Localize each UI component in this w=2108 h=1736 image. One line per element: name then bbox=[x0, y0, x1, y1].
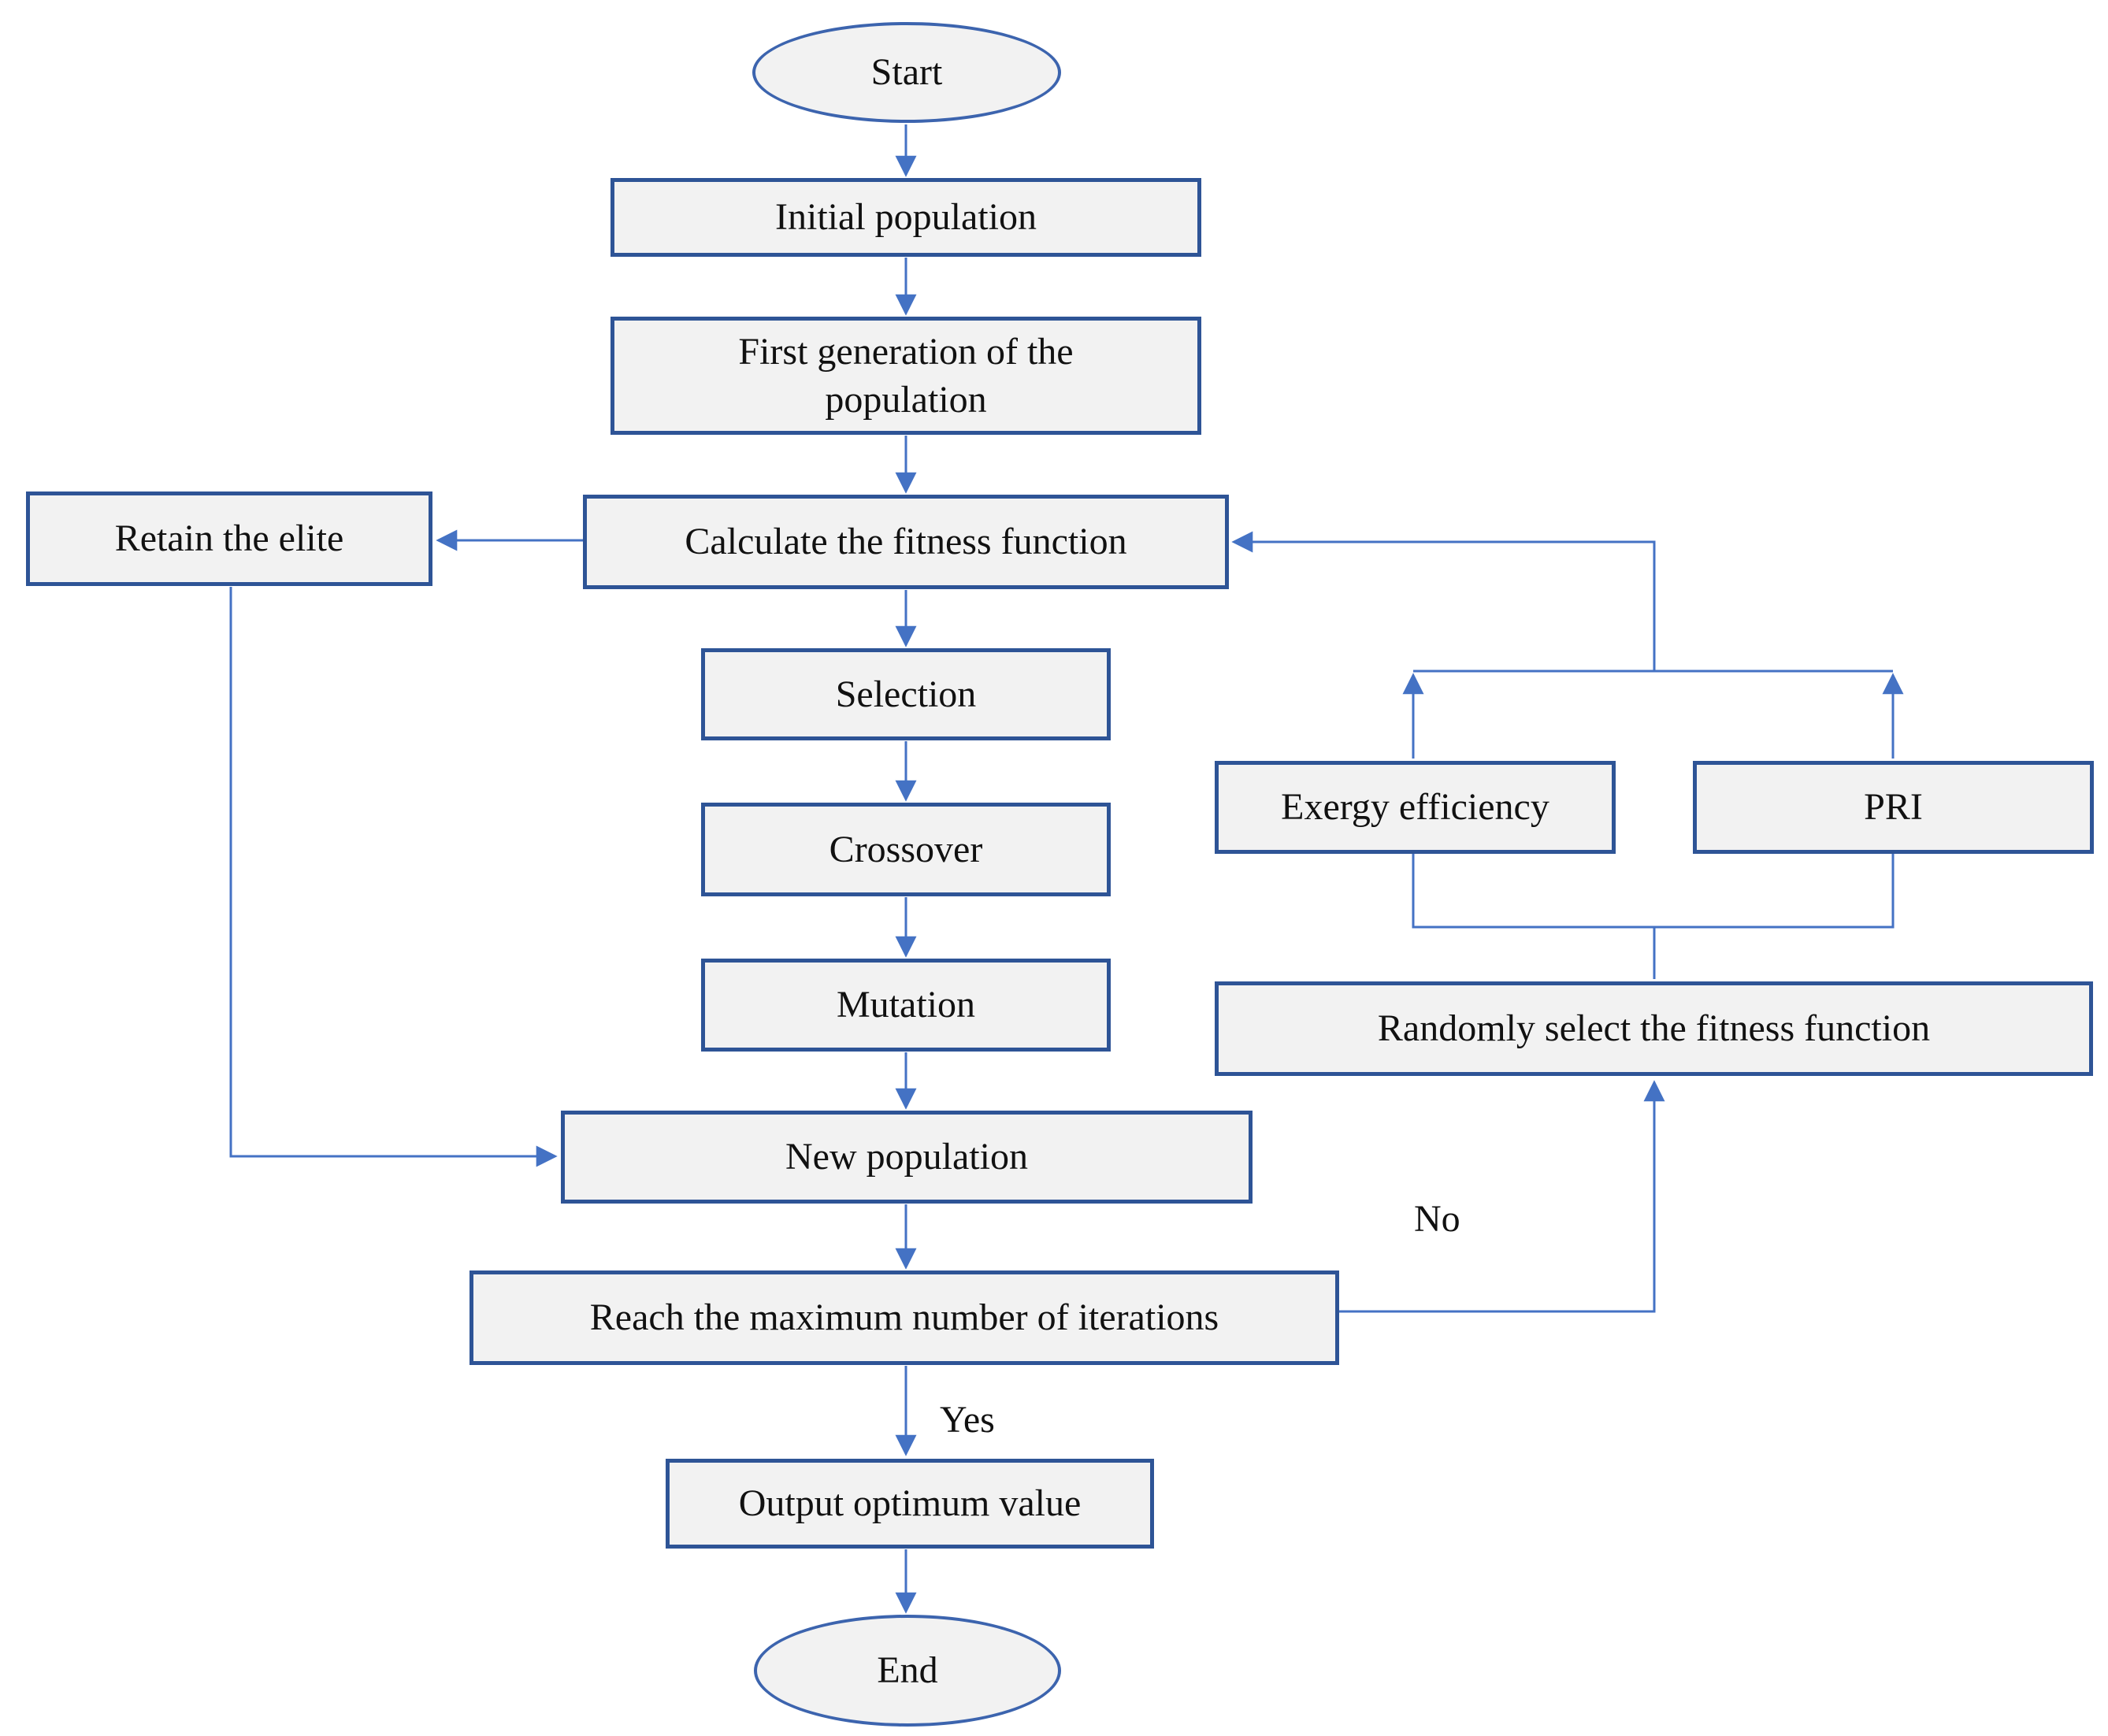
node-mutation: Mutation bbox=[701, 959, 1111, 1052]
node-new-population-label: New population bbox=[785, 1136, 1028, 1178]
node-new-population: New population bbox=[561, 1111, 1253, 1204]
edge-merge-to-calculate bbox=[1231, 531, 1656, 671]
node-mutation-label: Mutation bbox=[837, 984, 975, 1026]
node-reach-max-iterations-label: Reach the maximum number of iterations bbox=[589, 1296, 1219, 1339]
node-end: End bbox=[754, 1615, 1061, 1727]
edge-reach-max-no-to-randomly-select bbox=[1339, 1080, 1665, 1313]
node-calculate-fitness: Calculate the fitness function bbox=[583, 495, 1229, 589]
edge-randomly-select-to-fitness-options bbox=[1412, 854, 1895, 929]
node-first-generation-label: First generation of the population bbox=[738, 330, 1074, 421]
edge-label-no: No bbox=[1414, 1198, 1460, 1240]
edge-label-yes: Yes bbox=[940, 1399, 995, 1441]
node-pri: PRI bbox=[1693, 761, 2094, 854]
node-retain-elite-label: Retain the elite bbox=[114, 517, 344, 560]
node-end-label: End bbox=[877, 1649, 938, 1692]
node-calculate-fitness-label: Calculate the fitness function bbox=[685, 521, 1127, 563]
node-selection-label: Selection bbox=[835, 673, 977, 715]
node-start: Start bbox=[752, 22, 1061, 123]
node-start-label: Start bbox=[870, 51, 943, 94]
node-exergy-efficiency: Exergy efficiency bbox=[1215, 761, 1616, 854]
node-first-generation: First generation of the population bbox=[611, 317, 1201, 435]
node-selection: Selection bbox=[701, 648, 1111, 740]
node-pri-label: PRI bbox=[1864, 786, 1923, 829]
node-retain-elite: Retain the elite bbox=[26, 491, 432, 586]
node-initial-population: Initial population bbox=[611, 178, 1201, 257]
node-randomly-select: Randomly select the fitness function bbox=[1215, 981, 2093, 1076]
node-exergy-efficiency-label: Exergy efficiency bbox=[1281, 786, 1549, 829]
node-reach-max-iterations: Reach the maximum number of iterations bbox=[469, 1270, 1339, 1365]
node-output-optimum-label: Output optimum value bbox=[738, 1482, 1082, 1525]
node-randomly-select-label: Randomly select the fitness function bbox=[1377, 1007, 1931, 1050]
edge-retain-elite-to-new-population bbox=[229, 587, 558, 1167]
node-initial-population-label: Initial population bbox=[775, 196, 1037, 239]
node-crossover: Crossover bbox=[701, 803, 1111, 896]
node-crossover-label: Crossover bbox=[829, 828, 983, 870]
node-output-optimum: Output optimum value bbox=[666, 1459, 1154, 1549]
